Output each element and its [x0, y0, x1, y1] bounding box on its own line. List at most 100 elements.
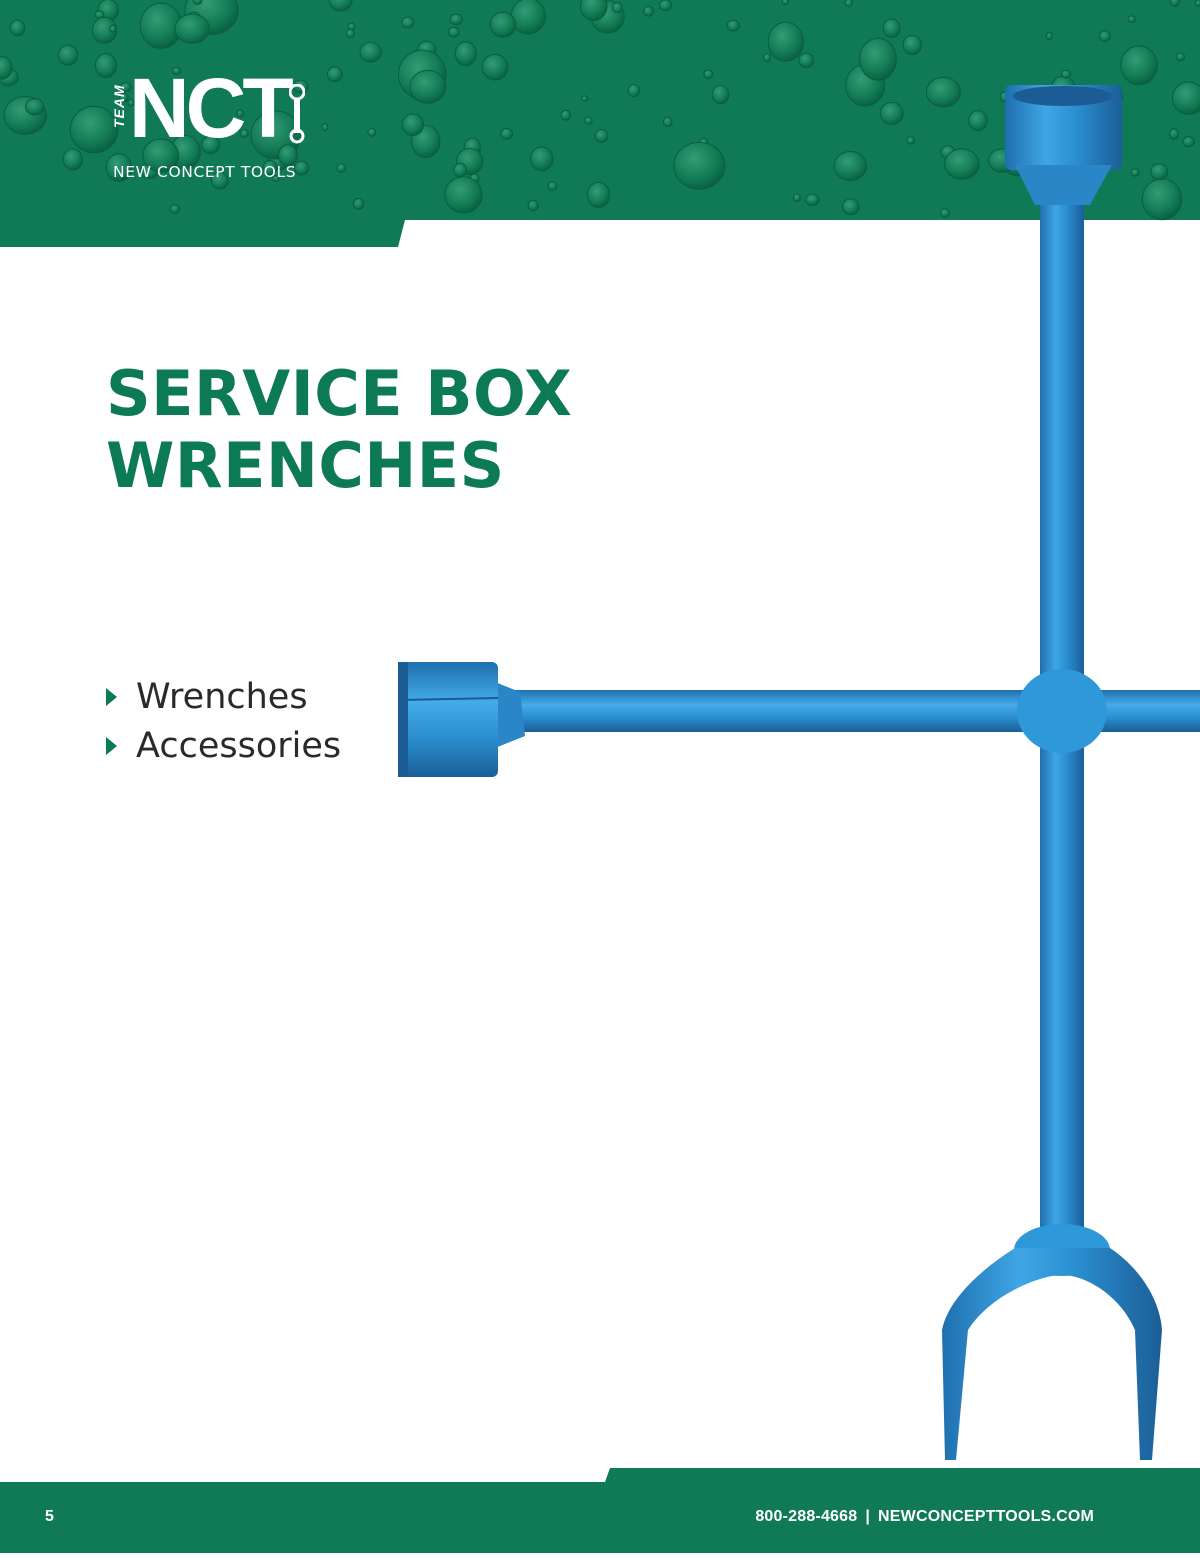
water-droplet: [200, 135, 221, 155]
water-droplet: [882, 18, 901, 39]
water-droplet: [401, 113, 424, 136]
page-title-line-1: SERVICE BOX: [106, 357, 573, 430]
brand-logo: TEAM NCT NEW CONCEPT TOOLS: [105, 62, 335, 183]
water-droplet: [321, 123, 329, 131]
topic-list: Wrenches Accessories: [106, 672, 341, 770]
topic-label-wrenches: Wrenches: [136, 676, 308, 717]
water-droplet: [711, 84, 730, 105]
water-droplet: [449, 13, 463, 26]
water-droplet: [262, 160, 277, 176]
water-droplet: [798, 52, 815, 69]
water-droplet: [584, 116, 593, 125]
water-droplet: [1054, 151, 1063, 160]
water-droplet: [448, 26, 460, 38]
footer-bar: [0, 1468, 1200, 1553]
water-droplet: [169, 204, 181, 214]
water-droplet: [294, 160, 310, 176]
footer-contact: 800-288-4668|NEWCONCEPTTOOLS.COM: [755, 1508, 1094, 1526]
water-droplet: [24, 98, 45, 116]
water-droplet: [453, 162, 468, 178]
water-droplet: [105, 153, 133, 182]
water-droplet: [579, 0, 608, 21]
page-number: 5: [45, 1508, 54, 1525]
water-droplet: [401, 16, 415, 29]
water-droplet: [454, 41, 477, 67]
water-droplet: [1175, 52, 1186, 62]
water-droplet: [192, 0, 203, 5]
wrench-fork: [942, 1224, 1162, 1460]
water-droplet: [69, 105, 119, 154]
water-droplet: [547, 181, 558, 191]
water-droplet: [1050, 75, 1076, 104]
list-item[interactable]: Wrenches: [106, 672, 341, 721]
water-droplet: [587, 181, 611, 208]
water-droplet: [844, 0, 853, 7]
water-droplet: [1171, 81, 1200, 115]
water-droplet: [902, 34, 923, 55]
water-droplet: [328, 0, 353, 12]
water-droplet: [119, 92, 129, 103]
water-droplet: [944, 148, 980, 180]
footer-phone[interactable]: 800-288-4668: [755, 1508, 858, 1525]
water-droplet: [560, 109, 571, 121]
water-droplet: [781, 0, 789, 6]
page-title: SERVICE BOX WRENCHES: [106, 358, 572, 502]
water-droplet: [767, 21, 804, 62]
water-droplet: [409, 69, 447, 104]
footer-website[interactable]: NEWCONCEPTTOOLS.COM: [878, 1508, 1094, 1525]
water-droplet: [236, 109, 244, 118]
water-droplet: [1150, 163, 1169, 181]
water-droplet: [444, 176, 483, 214]
water-droplet: [57, 44, 79, 66]
water-droplet: [925, 76, 961, 108]
water-droplet: [968, 110, 988, 132]
water-droplet: [62, 148, 83, 171]
water-droplet: [792, 193, 801, 203]
water-droplet: [627, 84, 641, 98]
water-droplet: [510, 0, 546, 35]
wrench-horizontal-bar: [515, 690, 1200, 732]
water-droplet: [581, 95, 589, 102]
wrench-center-joint: [1017, 669, 1107, 753]
water-droplet: [1015, 96, 1041, 121]
wrench-icon: [289, 84, 305, 144]
triangle-right-icon: [106, 736, 117, 755]
water-droplet: [352, 198, 365, 210]
water-droplet: [0, 56, 13, 80]
water-droplet: [481, 53, 509, 81]
water-droplet: [1067, 106, 1096, 133]
water-droplet: [662, 116, 673, 128]
water-droplet: [530, 146, 554, 172]
water-droplet: [1182, 136, 1195, 148]
water-droplet: [841, 198, 860, 216]
water-droplet: [673, 141, 726, 190]
water-droplet: [1098, 30, 1111, 42]
water-droplet: [127, 99, 135, 107]
topic-label-accessories: Accessories: [136, 725, 342, 766]
logo-team-text: TEAM: [111, 84, 127, 128]
water-droplet: [1096, 84, 1123, 109]
water-droplet: [527, 199, 539, 212]
water-droplet: [659, 0, 672, 12]
water-droplet: [272, 175, 280, 182]
water-droplet: [762, 53, 772, 63]
water-droplet: [239, 129, 249, 138]
water-droplet: [726, 19, 740, 32]
water-droplet: [940, 208, 950, 218]
water-droplet: [643, 5, 654, 17]
water-droplet: [1060, 69, 1072, 79]
page-title-line-2: WRENCHES: [106, 429, 505, 502]
footer-background: [0, 1468, 1200, 1553]
water-droplet: [142, 138, 180, 173]
logo-nct-text: NCT: [129, 61, 294, 155]
water-droplet: [278, 144, 298, 167]
water-droplet: [1194, 0, 1200, 7]
water-droplet: [109, 24, 117, 33]
list-item[interactable]: Accessories: [106, 721, 341, 770]
header-banner: TEAM NCT NEW CONCEPT TOOLS: [0, 0, 1200, 250]
water-droplet: [1058, 134, 1080, 155]
water-droplet: [367, 127, 377, 137]
water-droplet: [833, 151, 867, 181]
water-droplet: [1141, 178, 1183, 221]
water-droplet: [489, 11, 517, 38]
